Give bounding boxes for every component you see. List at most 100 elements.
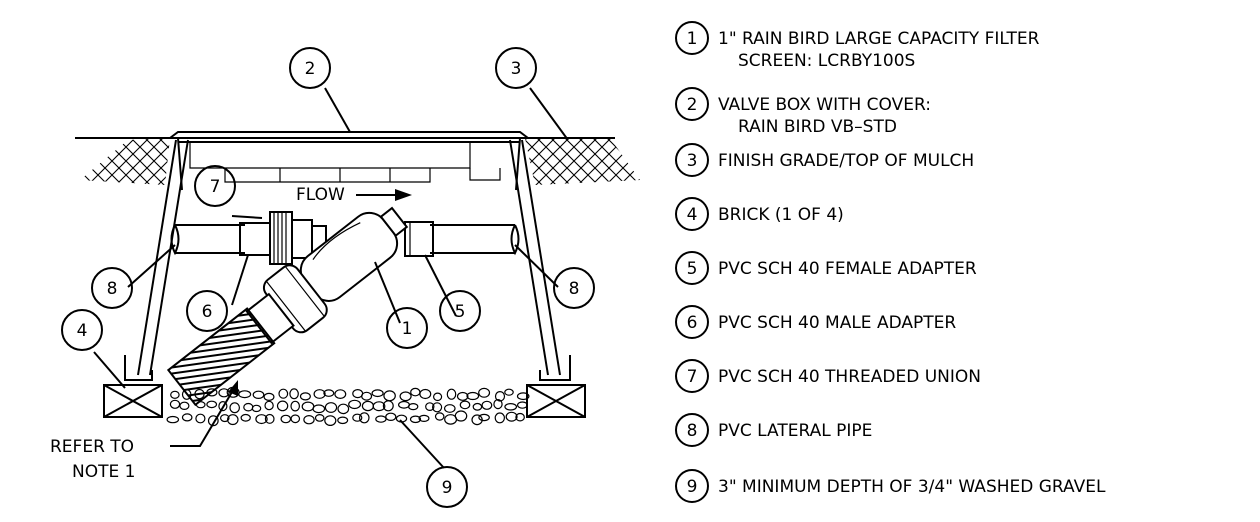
svg-text:6: 6 (202, 302, 213, 322)
callout-2: 2 (289, 47, 331, 89)
gravel-stone (443, 404, 456, 413)
gravel-stone (243, 402, 254, 412)
gravel-stone (505, 411, 518, 422)
gravel-stone (517, 401, 528, 409)
gravel-stone (358, 412, 370, 424)
svg-text:2: 2 (305, 59, 316, 79)
gravel-stone (179, 401, 190, 410)
gravel-stone (195, 413, 206, 424)
legend-number: 7 (687, 367, 698, 387)
gravel-stone (206, 400, 218, 409)
gravel-stone (398, 400, 411, 409)
gravel-stone (227, 414, 239, 426)
legend-line1: BRICK (1 OF 4) (718, 205, 844, 225)
callout-5: 5 (439, 290, 481, 332)
legend-line2: SCREEN: LCRBY100S (738, 51, 915, 71)
flow-indicator: FLOW (296, 185, 412, 205)
gravel-stone (409, 415, 422, 424)
gravel-stone (324, 415, 337, 427)
note-leader: REFER TO NOTE 1 (50, 380, 238, 482)
gravel-stone (516, 392, 530, 401)
gravel-stone (371, 389, 384, 398)
legend-line1: FINISH GRADE/TOP OF MULCH (718, 151, 974, 171)
gravel-stone (432, 402, 443, 413)
gravel-stone (418, 414, 430, 422)
callout-7: 7 (194, 165, 236, 207)
svg-text:5: 5 (455, 302, 466, 322)
gravel-stone (264, 413, 275, 424)
gravel-stone (166, 415, 180, 424)
legend-line1: PVC SCH 40 THREADED UNION (718, 367, 981, 387)
gravel-stone (361, 400, 374, 412)
gravel-stone (170, 390, 180, 399)
legend-number: 8 (687, 421, 698, 441)
gravel-stone (383, 390, 396, 402)
legend-circle (675, 413, 709, 447)
gravel-stone (425, 402, 435, 412)
legend-circle (675, 469, 709, 503)
legend-circle (675, 305, 709, 339)
gravel-stone (255, 414, 268, 425)
svg-text:4: 4 (77, 321, 88, 341)
legend-number: 2 (687, 95, 698, 115)
soil-right (525, 137, 640, 185)
gravel-stone (290, 414, 301, 424)
legend-number: 9 (687, 477, 698, 497)
gravel-stone (456, 391, 469, 401)
legend-line1: PVC SCH 40 MALE ADAPTER (718, 313, 956, 333)
gravel-stone (478, 413, 490, 422)
gravel-stone (218, 388, 230, 398)
gravel-stone (181, 413, 193, 422)
gravel-stone (323, 389, 335, 397)
soil-left (75, 137, 172, 185)
gravel-stone (494, 412, 505, 424)
legend-circle (675, 197, 709, 231)
leader-lines (93, 87, 569, 469)
filter-body (245, 206, 409, 345)
gravel-stone (348, 399, 362, 410)
gravel-stone (169, 399, 181, 409)
gravel-stone (264, 400, 274, 411)
svg-text:7: 7 (210, 177, 221, 197)
gravel-stone (454, 410, 468, 422)
gravel-stone (220, 414, 230, 423)
gravel-stone (218, 401, 228, 412)
filter-screen (166, 307, 276, 407)
gravel-stone (337, 403, 350, 415)
svg-text:9: 9 (442, 478, 453, 498)
gravel-stone (252, 390, 265, 399)
gravel-stone (478, 387, 491, 398)
callout-6: 6 (186, 290, 228, 332)
gravel-stone (276, 400, 289, 412)
male-adapter (239, 222, 271, 256)
gravel-stone (493, 399, 503, 410)
legend-number: 6 (687, 313, 698, 333)
legend-line1: VALVE BOX WITH COVER: (718, 95, 931, 115)
brick-left (103, 384, 163, 418)
legend-item: 6 PVC SCH 40 MALE ADAPTER (675, 305, 956, 339)
legend-line1: 3" MINIMUM DEPTH OF 3/4" WASHED GRAVEL (718, 477, 1106, 497)
callout-1: 1 (386, 307, 428, 349)
flow-label: FLOW (296, 185, 345, 205)
note-line1: REFER TO (50, 437, 134, 457)
gravel-stone (410, 387, 421, 397)
gravel-stone (207, 415, 219, 427)
gravel-stone (433, 392, 443, 402)
gravel-stone (334, 389, 347, 400)
legend-circle (675, 87, 709, 121)
gravel-stone (375, 415, 387, 423)
gravel-stone (504, 402, 518, 411)
gravel-stone (471, 414, 483, 426)
brick-right (526, 384, 586, 418)
gravel-stone (303, 415, 315, 425)
gravel-stone (382, 400, 394, 412)
svg-text:3: 3 (511, 59, 522, 79)
gravel-stone (278, 388, 289, 399)
gravel-stone (238, 390, 252, 399)
